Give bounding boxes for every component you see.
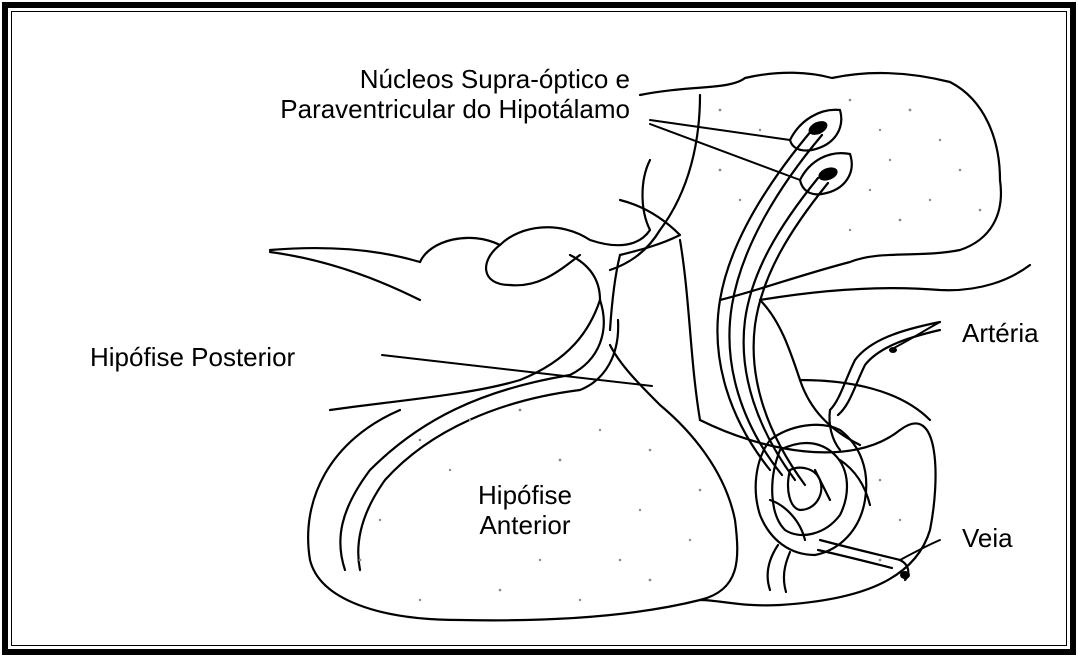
nuclei-label: Núcleos Supra-óptico e Paraventricular d…: [160, 64, 630, 124]
capillary-plexus: [756, 410, 870, 592]
nerve-tract-4: [754, 183, 828, 485]
anterior-label-line1: Hipófise: [440, 480, 610, 510]
leader-vein: [900, 540, 940, 560]
hypothalamus-outline: [640, 73, 1001, 300]
anterior-label-line2: Anterior: [440, 510, 610, 540]
neuron-nucleus-1: [806, 118, 829, 137]
vein-label: Veia: [962, 523, 1013, 553]
capsule-right: [700, 420, 936, 605]
chiasm-loop: [486, 245, 580, 285]
nuclei-label-line1: Núcleos Supra-óptico e: [160, 64, 630, 94]
neuron-nucleus-2: [817, 165, 840, 183]
artery-label: Artéria: [962, 318, 1039, 348]
leader-nuclei-2: [650, 124, 800, 180]
optic-tract-lower: [270, 252, 420, 300]
anterior-label: Hipófise Anterior: [440, 480, 610, 540]
posterior-label: Hipófise Posterior: [90, 342, 295, 372]
nerve-tract-2: [729, 135, 822, 475]
nuclei-label-line2: Paraventricular do Hipotálamo: [280, 94, 630, 124]
leader-nuclei-1: [650, 120, 790, 140]
optic-chiasm: [420, 160, 650, 262]
stalk-right: [680, 240, 700, 420]
